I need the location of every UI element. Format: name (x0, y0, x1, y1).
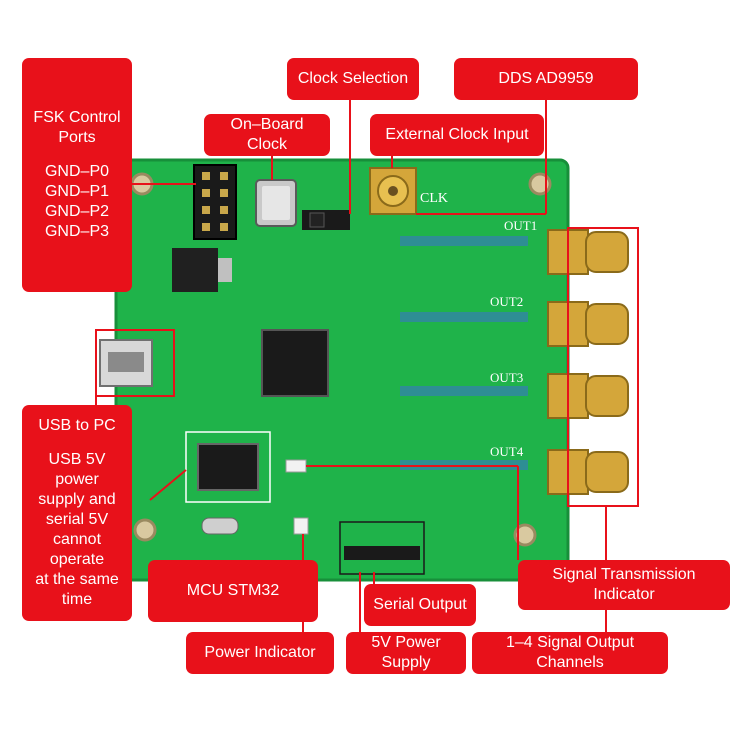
clock-selection-label: Clock Selection (287, 58, 419, 100)
out3-silk: OUT3 (490, 370, 523, 385)
power-indicator-label: Power Indicator (186, 632, 334, 674)
out1-silk: OUT1 (504, 218, 537, 233)
external-clock-input-label: External Clock Input (370, 114, 544, 156)
output-channels-outline (567, 227, 639, 507)
mcu-label: MCU STM32 (148, 560, 318, 622)
voltage-regulator (172, 248, 218, 292)
mcu-chip (185, 431, 271, 503)
usb-label: USB to PC USB 5V power supply and serial… (22, 405, 132, 621)
out2-silk: OUT2 (490, 294, 523, 309)
signal-led (285, 459, 307, 473)
five-v-supply-label: 5V Power Supply (346, 632, 466, 674)
clock-select-jumper (302, 210, 350, 230)
onboard-clock-label: On–Board Clock (204, 114, 330, 156)
mcu-crystal (201, 517, 239, 535)
uart-header (339, 521, 425, 575)
out4-silk: OUT4 (490, 444, 524, 459)
power-led (293, 517, 309, 535)
serial-output-label: Serial Output (364, 584, 476, 626)
signal-output-channels-label: 1–4 Signal Output Channels (472, 632, 668, 674)
signal-transmission-indicator-label: Signal Transmission Indicator (518, 560, 730, 610)
fsk-pin-header (193, 164, 237, 240)
external-clock-sma (369, 167, 417, 215)
onboard-clock-oscillator (255, 179, 297, 227)
clk-silk: CLK (420, 191, 448, 206)
fsk-control-label: FSK Control Ports GND–P0 GND–P1 GND–P2 G… (22, 58, 132, 292)
dds-label: DDS AD9959 (454, 58, 638, 100)
dds-chip (261, 329, 329, 397)
